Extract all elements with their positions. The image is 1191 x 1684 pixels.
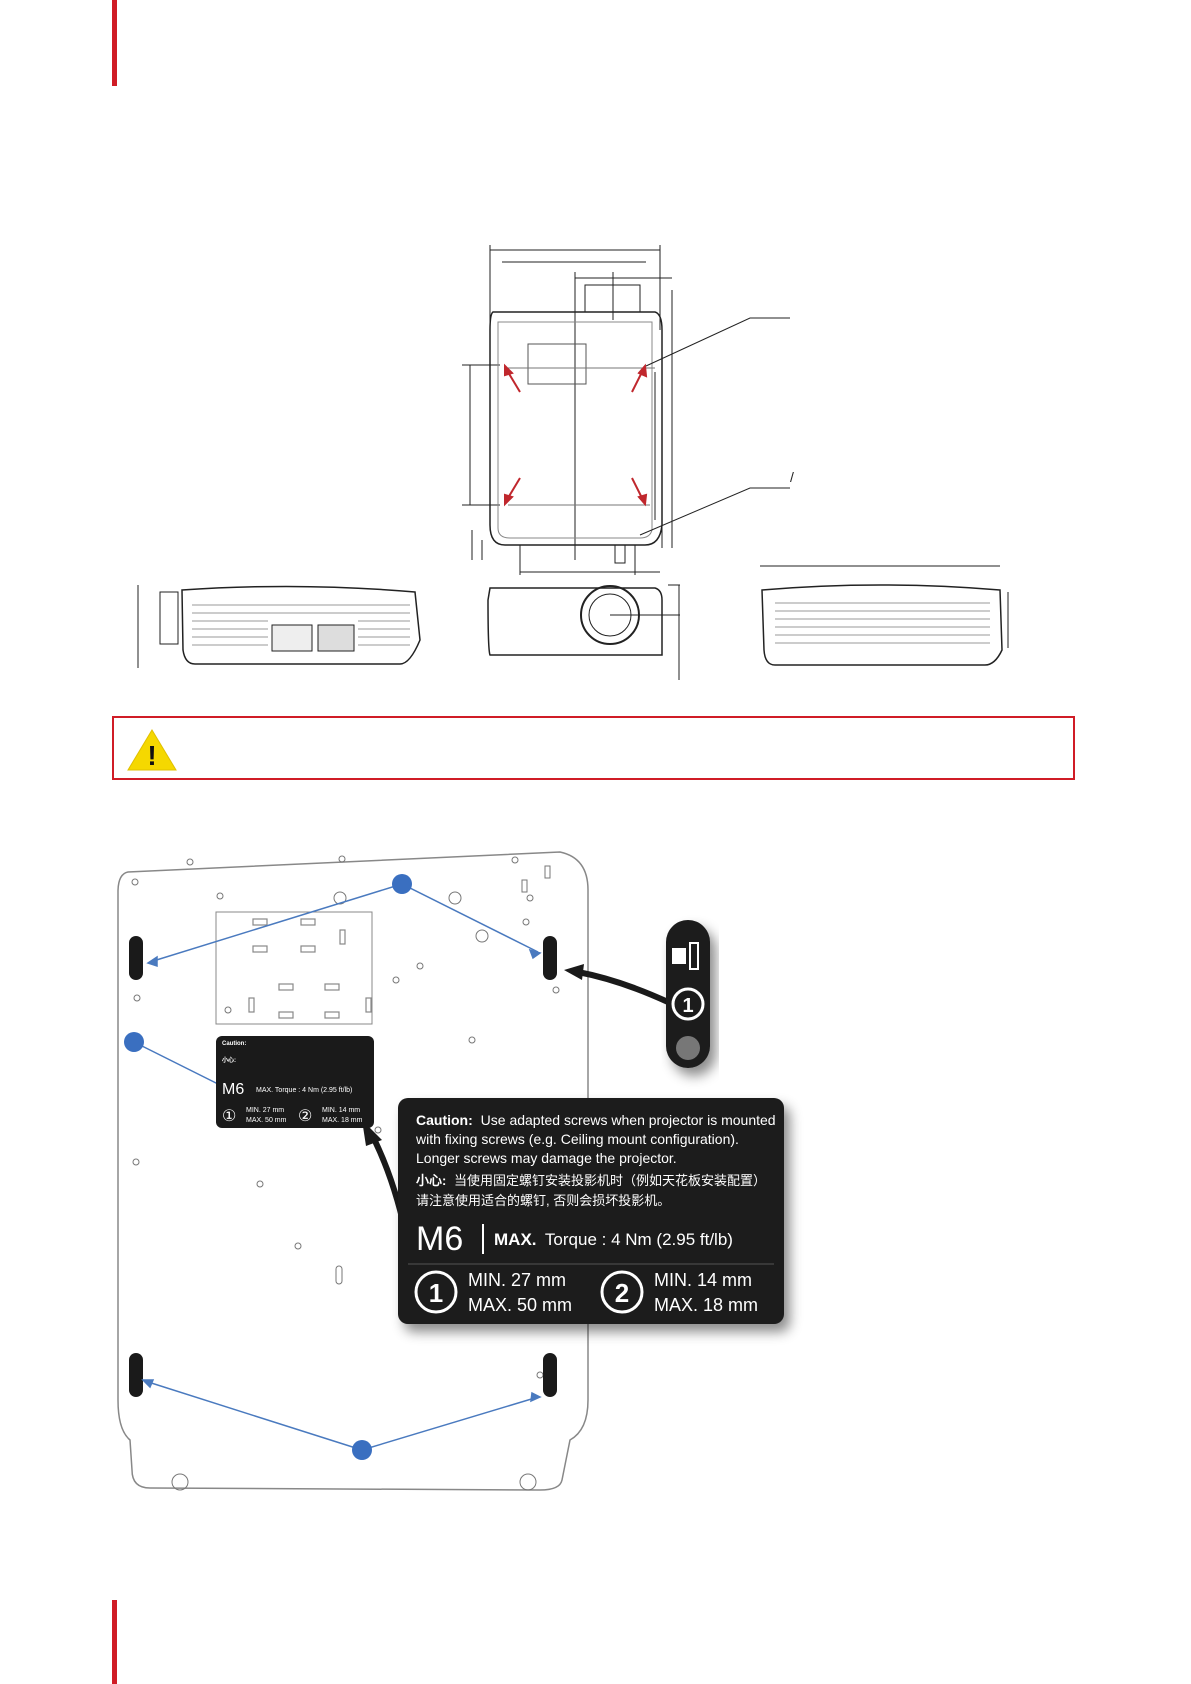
warning-box: !: [112, 716, 1075, 780]
svg-text:小心: 当使用固定螺钉安装投影机时（例如天花板安装配: 小心: 当使用固定螺钉安装投影机时（例如天花板安装配置）: [416, 1173, 766, 1188]
large-num-two: 2: [615, 1278, 629, 1308]
large-two-max: MAX. 18 mm: [654, 1295, 758, 1315]
large-max-bold: MAX.: [494, 1230, 537, 1249]
small-torque: MAX. Torque : 4 Nm (2.95 ft/lb): [256, 1087, 352, 1094]
warning-glyph: !: [147, 740, 156, 771]
projector-bottom-plate: [117, 851, 589, 1491]
small-caution-bold: Caution:: [222, 1041, 246, 1047]
large-caution-line2: with fixing screws (e.g. Ceiling mount c…: [415, 1131, 739, 1147]
small-one-min: MIN. 27 mm: [246, 1107, 284, 1114]
small-one-max: MAX. 50 mm: [246, 1117, 287, 1124]
screw-label-small: [216, 1036, 374, 1128]
large-one-min: MIN. 27 mm: [468, 1270, 566, 1290]
header-accent-bar: [112, 0, 117, 86]
small-two-min: MIN. 14 mm: [322, 1107, 360, 1114]
zoom-one-icon: 1: [682, 995, 693, 1017]
small-num-two: ②: [298, 1108, 312, 1125]
small-cn-bold: 小心:: [221, 1056, 236, 1064]
warning-icon: !: [127, 729, 177, 771]
diagram-slash: /: [790, 469, 794, 485]
dimension-drawing: /: [137, 245, 1009, 680]
large-one-max: MAX. 50 mm: [468, 1295, 572, 1315]
large-torque: Torque : 4 Nm (2.95 ft/lb): [545, 1230, 733, 1249]
screw-label-large: [398, 1098, 784, 1324]
large-cn-bold: 小心:: [416, 1173, 446, 1188]
svg-text:Caution: Use adapted screw: Caution: Use adapted screws when project…: [416, 1112, 776, 1128]
footer-accent-bar: [112, 1600, 117, 1684]
large-caution-bold: Caution:: [416, 1112, 473, 1128]
large-cn-line2: 请注意使用适合的螺钉, 否则会损坏投影机。: [416, 1193, 670, 1208]
large-m6: M6: [416, 1220, 463, 1258]
large-caution-line3: Longer screws may damage the projector.: [416, 1150, 677, 1166]
large-num-one: 1: [429, 1278, 443, 1308]
small-num-one: ①: [222, 1108, 236, 1125]
small-m6: M6: [222, 1081, 244, 1098]
large-two-min: MIN. 14 mm: [654, 1270, 752, 1290]
svg-text:MAX. Torque : 4 Nm (2.95 f: MAX. Torque : 4 Nm (2.95 ft/lb): [494, 1230, 733, 1249]
large-cn-line1: 当使用固定螺钉安装投影机时（例如天花板安装配置）: [454, 1173, 766, 1188]
large-caution-line1: Use adapted screws when projector is mou…: [481, 1112, 776, 1128]
small-two-max: MAX. 18 mm: [322, 1117, 363, 1124]
bottom-plate-figure: Caution: 小心: M6 MAX. Torque : 4 Nm (2.95…: [117, 851, 784, 1491]
